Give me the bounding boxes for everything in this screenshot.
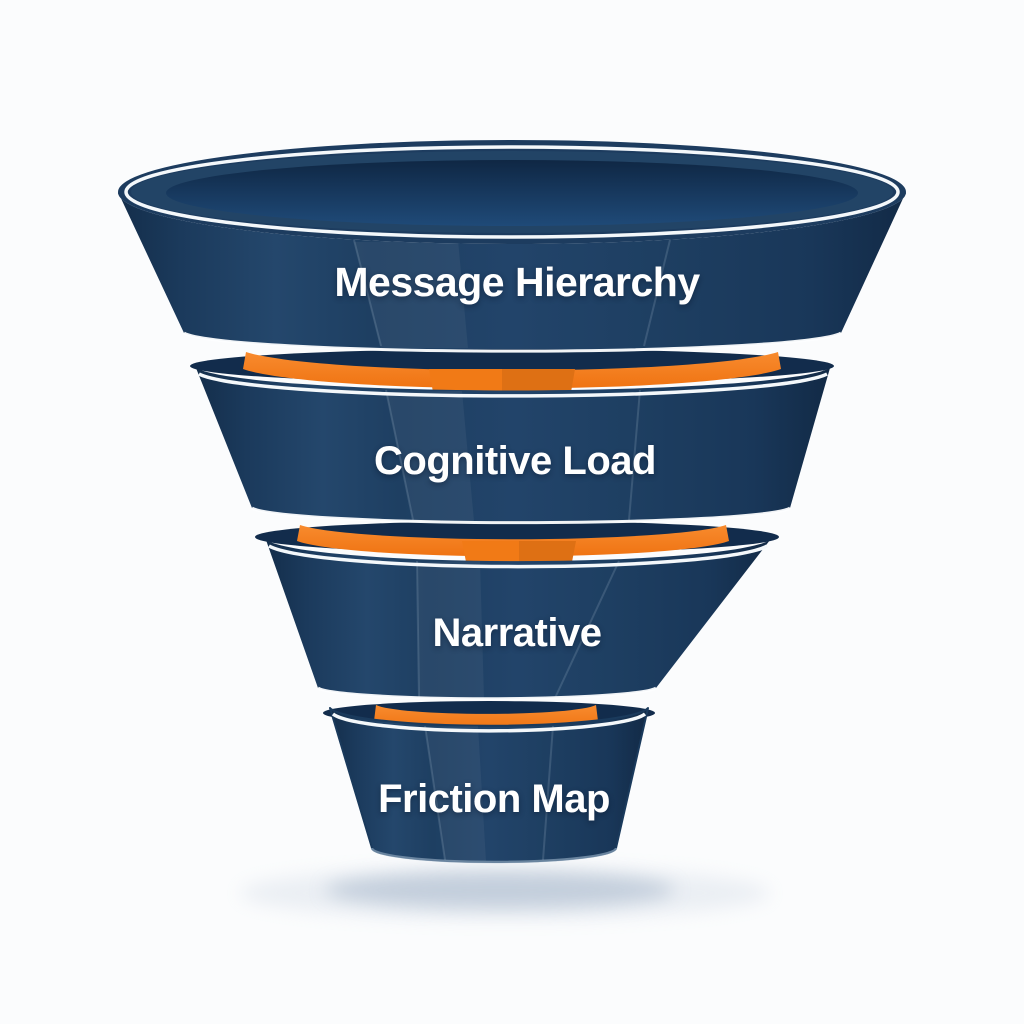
stage-4-label: Friction Map	[378, 777, 610, 821]
stage-3-seam-right	[554, 560, 620, 699]
stage-3-label: Narrative	[432, 611, 602, 655]
junction-2-tab-shade	[519, 541, 576, 562]
stage-3-seam-left	[416, 560, 420, 699]
junction-1	[183, 331, 842, 398]
ground-shadow	[240, 867, 770, 919]
funnel-stage-1	[118, 140, 906, 352]
junction-2	[251, 506, 791, 562]
stage-4-seam-right	[542, 725, 554, 861]
stage-2-bottom-rim-line	[251, 506, 791, 525]
stage-2-highlight-band	[386, 391, 474, 521]
stage-1-bottom-rim-line	[183, 331, 842, 353]
stage-2-label: Cognitive Load	[374, 439, 656, 483]
stage-1-seam-right	[643, 239, 671, 347]
funnel-stage-2	[196, 368, 830, 523]
stage-2-seam-left	[385, 389, 414, 521]
stage-3-face	[266, 540, 770, 699]
stage-2-seam-right	[628, 389, 641, 521]
stage-1-face	[118, 192, 906, 352]
funnel-stage-3	[266, 540, 770, 699]
funnel-stage-4	[329, 707, 649, 864]
shadow-inner	[325, 872, 675, 908]
stage-4-bottom-rim-line	[370, 847, 618, 864]
stage-2-face	[196, 368, 830, 523]
stage-1-interior	[166, 160, 858, 226]
stage-3-bottom-rim-line	[317, 686, 657, 701]
stage-4-seam-left	[424, 725, 446, 861]
stage-1-highlight-band	[354, 240, 468, 348]
junction-1-orange-ring	[243, 352, 781, 389]
stage-1-rim-white-ring	[124, 145, 900, 239]
stage-4-highlight-band	[425, 726, 486, 861]
stage-2-top-rim-line	[198, 372, 828, 398]
stage-1-seam-left	[353, 239, 382, 347]
stage-3-top-rim-line	[268, 544, 768, 569]
junction-2-orange-ring	[297, 525, 729, 557]
stage-3-highlight-band	[417, 561, 484, 698]
stage-1-label: Message Hierarchy	[334, 259, 700, 305]
junction-2-orange-tab	[462, 541, 576, 562]
stage-4-top-rim-line	[331, 712, 647, 733]
